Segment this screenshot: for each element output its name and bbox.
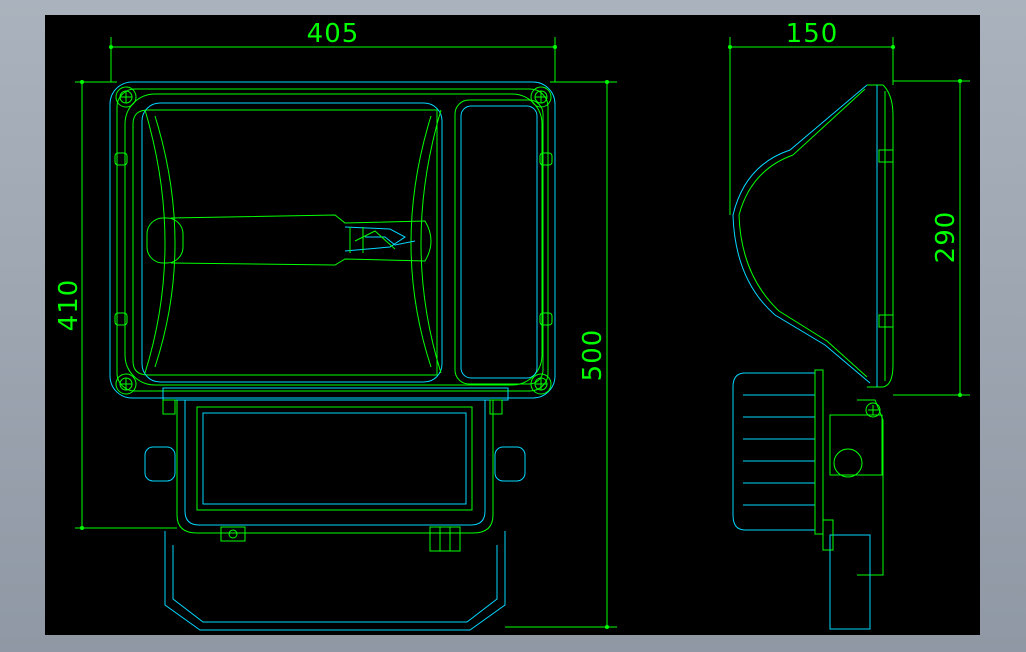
reflector-back	[732, 84, 871, 384]
housing-outline	[109, 81, 556, 399]
gear-compartment	[454, 99, 544, 385]
side-clip	[878, 314, 894, 328]
corner-screw-top-left	[115, 86, 137, 108]
gear-box-side	[732, 372, 816, 531]
corner-screw-top-right	[530, 86, 552, 108]
dimension-width-label: 405	[307, 19, 360, 49]
mounting-bracket	[176, 400, 494, 534]
side-clip	[878, 149, 894, 163]
dimension-lens-height: 290	[893, 79, 970, 397]
gear-box-flange	[814, 369, 824, 535]
housing-inner-outline	[116, 88, 549, 392]
side-clip	[114, 152, 128, 166]
mounting-plate-inner	[172, 545, 498, 623]
dimension-total-height: 500	[505, 80, 617, 629]
side-clip	[539, 312, 553, 326]
bracket-plate-side	[829, 414, 883, 476]
reflector-back-inner	[738, 88, 868, 378]
dimension-body-height: 410	[54, 80, 177, 530]
reflector-right-curve-2	[410, 115, 432, 368]
dimension-total-height-label: 500	[578, 329, 608, 382]
dimension-depth: 150	[728, 19, 895, 215]
lamp-arc-tube	[344, 226, 406, 252]
reflector-left-curve-2	[154, 115, 176, 368]
mounting-plate-side	[829, 534, 871, 630]
reflector-left-curve	[144, 109, 166, 374]
bracket-arm-side	[857, 399, 884, 576]
gasket-frame	[124, 93, 543, 386]
cable-gland	[220, 526, 246, 542]
mounting-bracket-inner	[184, 400, 486, 526]
dimension-width: 405	[109, 19, 557, 82]
lamp-tube	[170, 214, 432, 266]
dimension-depth-label: 150	[786, 19, 839, 49]
corner-screw-bottom-right	[530, 373, 552, 395]
dimension-body-height-label: 410	[54, 279, 84, 332]
reflector-right-curve	[420, 109, 442, 374]
lens-window-edge	[141, 102, 443, 383]
side-view: 150 290	[728, 19, 970, 630]
lens-frame-side	[867, 84, 894, 388]
pivot-knob-side	[833, 448, 863, 478]
hinge-bolt	[865, 402, 881, 418]
lamp-socket	[146, 217, 184, 264]
dimension-lens-height-label: 290	[931, 211, 961, 264]
cad-drawing-viewport[interactable]: 405 410 500	[45, 15, 980, 635]
cad-drawing-canvas: 405 410 500	[54, 19, 970, 631]
side-clip	[539, 152, 553, 166]
pivot-knob-right	[494, 446, 526, 482]
cable-gland	[429, 526, 461, 552]
lens-window	[132, 109, 438, 376]
hinge-strip	[162, 387, 509, 401]
gear-box-front	[196, 406, 473, 511]
gear-box-front-inner	[202, 412, 467, 505]
front-view: 405 410 500	[54, 19, 617, 631]
mounting-plate	[164, 531, 506, 631]
corner-screw-bottom-left	[115, 373, 137, 395]
pivot-knob-left	[144, 446, 176, 482]
gear-compartment-inner	[460, 105, 538, 379]
side-clip	[114, 312, 128, 326]
